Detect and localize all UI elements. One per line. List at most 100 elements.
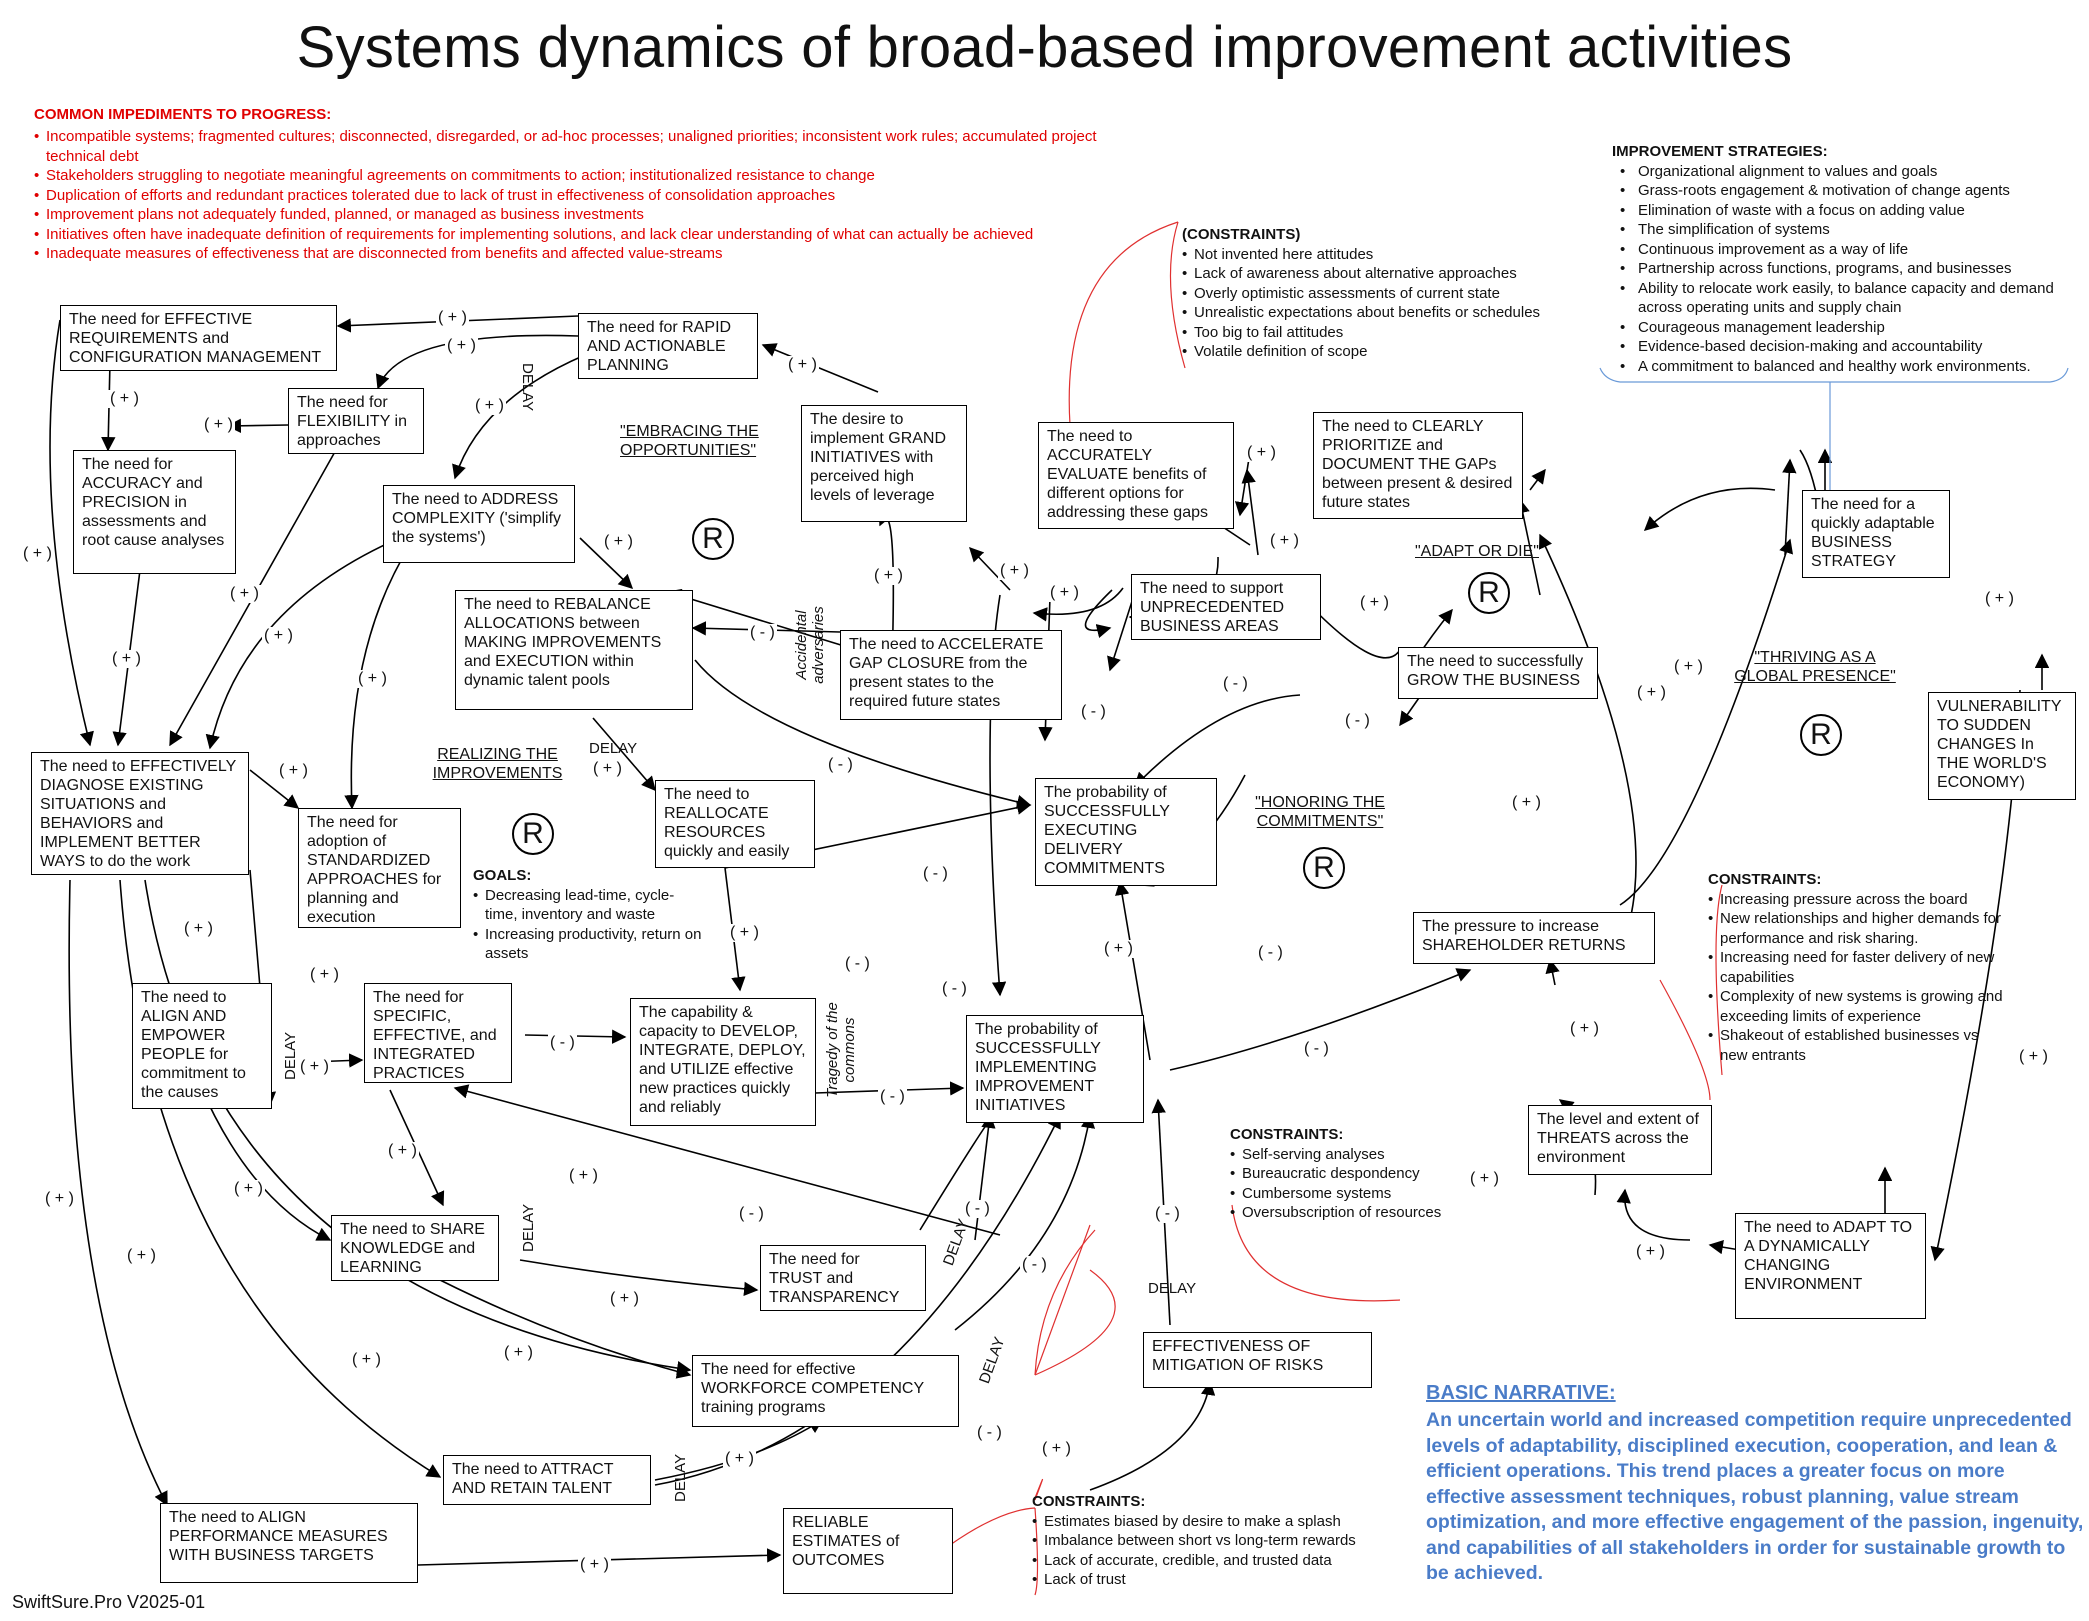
constraint-item: Too big to fail attitudes <box>1182 323 1602 343</box>
link-label-minus: ( - ) <box>737 1205 766 1223</box>
node-adapt-environment: The need to ADAPT TO A DYNAMICALLY CHANG… <box>1735 1213 1926 1319</box>
link-label-plus: ( + ) <box>872 567 905 585</box>
link-label-minus: ( - ) <box>1020 1256 1049 1274</box>
reinforcing-loop-icon: R <box>1800 714 1842 756</box>
strategy-item: A commitment to balanced and healthy wor… <box>1612 357 2082 377</box>
constraint-item: Volatile definition of scope <box>1182 342 1602 362</box>
link-label-minus: ( - ) <box>963 1200 992 1218</box>
link-label-plus: ( + ) <box>723 1450 756 1468</box>
link-label-plus: ( + ) <box>108 390 141 408</box>
strategy-item: Elimination of waste with a focus on add… <box>1612 201 2082 221</box>
theme-realizing: REALIZING THE IMPROVEMENTS <box>432 746 563 782</box>
link-label-plus: ( + ) <box>1568 1020 1601 1038</box>
link-label-minus: ( - ) <box>878 1088 907 1106</box>
link-label-minus: ( - ) <box>975 1424 1004 1442</box>
constraint-item: Oversubscription of resources <box>1230 1203 1470 1223</box>
impediments-heading: COMMON IMPEDIMENTS TO PROGRESS: <box>34 106 332 123</box>
link-label-plus: ( + ) <box>298 1058 331 1076</box>
link-label-minus: ( - ) <box>826 756 855 774</box>
node-threats: The level and extent of THREATS across t… <box>1528 1105 1712 1175</box>
reinforcing-loop-icon: R <box>1468 572 1510 614</box>
node-reliable-estimates: RELIABLE ESTIMATES of OUTCOMES <box>783 1508 953 1594</box>
link-label-plus: ( + ) <box>1672 658 1705 676</box>
improvement-strategies: IMPROVEMENT STRATEGIES: Organizational a… <box>1612 142 2082 376</box>
node-vulnerability: VULNERABILITY TO SUDDEN CHANGES In THE W… <box>1928 692 2076 800</box>
constraint-item: Cumbersome systems <box>1230 1184 1470 1204</box>
constraints-mid: CONSTRAINTS: Self-serving analyses Burea… <box>1230 1125 1470 1223</box>
node-accelerate-gap: The need to ACCELERATE GAP CLOSURE from … <box>840 630 1062 720</box>
impediment-item: Improvement plans not adequately funded,… <box>34 205 1144 225</box>
link-label-plus: ( + ) <box>21 545 54 563</box>
node-trust: The need for TRUST and TRANSPARENCY <box>760 1245 926 1311</box>
strategy-item: Partnership across functions, programs, … <box>1612 259 2082 279</box>
node-prob-delivery: The probability of SUCCESSFULLY EXECUTIN… <box>1035 778 1217 886</box>
node-attract-talent: The need to ATTRACT AND RETAIN TALENT <box>443 1455 651 1505</box>
link-label-minus: ( - ) <box>1343 712 1372 730</box>
goal-item: Decreasing lead-time, cycle-time, invent… <box>473 886 705 925</box>
link-label-plus: ( + ) <box>445 337 478 355</box>
version-footer: SwiftSure.Pro V2025-01 <box>12 1592 206 1612</box>
node-grand-initiatives: The desire to implement GRAND INITIATIVE… <box>801 405 967 522</box>
link-label-minus: ( - ) <box>1302 1040 1331 1058</box>
constraint-item: Estimates biased by desire to make a spl… <box>1032 1512 1392 1532</box>
impediment-item: Duplication of efforts and redundant pra… <box>34 186 1144 206</box>
node-diagnose: The need to EFFECTIVELY DIAGNOSE EXISTIN… <box>31 752 249 875</box>
delay-label: DELAY <box>672 1453 689 1502</box>
link-label-plus: ( + ) <box>473 397 506 415</box>
node-performance-measures: The need to ALIGN PERFORMANCE MEASURES W… <box>160 1503 418 1583</box>
link-label-plus: ( + ) <box>262 627 295 645</box>
strategy-item: Continuous improvement as a way of life <box>1612 240 2082 260</box>
link-label-plus: ( + ) <box>202 416 235 434</box>
page-title: Systems dynamics of broad-based improvem… <box>296 15 1793 80</box>
delay-label: DELAY <box>1148 1280 1197 1297</box>
link-label-plus: ( + ) <box>578 1556 611 1574</box>
link-label-plus: ( + ) <box>567 1167 600 1185</box>
link-label-plus: ( + ) <box>386 1142 419 1160</box>
link-label-minus: ( - ) <box>1153 1205 1182 1223</box>
impediment-item: Inadequate measures of effectiveness tha… <box>34 244 1144 264</box>
link-label-minus: ( - ) <box>1221 675 1250 693</box>
impediment-item: Incompatible systems; fragmented culture… <box>34 127 1144 166</box>
reinforcing-loop-icon: R <box>692 518 734 560</box>
constraints-bottom: CONSTRAINTS: Estimates biased by desire … <box>1032 1492 1392 1590</box>
link-label-minus: ( - ) <box>1256 944 1285 962</box>
link-label-minus: ( - ) <box>921 865 950 883</box>
constraint-item: Lack of trust <box>1032 1570 1392 1590</box>
delay-label: DELAY <box>589 740 638 757</box>
link-label-plus: ( + ) <box>182 920 215 938</box>
strategy-item: Organizational alignment to values and g… <box>1612 162 2082 182</box>
node-unprecedented-areas: The need to support UNPRECEDENTED BUSINE… <box>1131 574 1321 640</box>
node-prob-improvement: The probability of SUCCESSFULLY IMPLEMEN… <box>966 1015 1144 1123</box>
link-label-plus: ( + ) <box>356 670 389 688</box>
constraint-item: Complexity of new systems is growing and… <box>1708 987 2008 1026</box>
impediments-list: Incompatible systems; fragmented culture… <box>34 127 1144 264</box>
constraints-mid-heading: CONSTRAINTS: <box>1230 1126 1344 1143</box>
node-clearly-prioritize: The need to CLEARLY PRIORITIZE and DOCUM… <box>1313 412 1523 519</box>
constraint-item: Bureaucratic despondency <box>1230 1164 1470 1184</box>
goal-item: Increasing productivity, return on asset… <box>473 925 705 964</box>
strategy-item: The simplification of systems <box>1612 220 2082 240</box>
node-effective-requirements: The need for EFFECTIVE REQUIREMENTS and … <box>60 305 337 371</box>
constraints-right-heading: CONSTRAINTS: <box>1708 871 1822 888</box>
link-label-plus: ( + ) <box>1468 1170 1501 1188</box>
link-label-plus: ( + ) <box>110 650 143 668</box>
node-capability: The capability & capacity to DEVELOP, IN… <box>630 998 816 1126</box>
link-label-plus: ( + ) <box>228 585 261 603</box>
reinforcing-loop-icon: R <box>1303 847 1345 889</box>
constraint-item: Lack of accurate, credible, and trusted … <box>1032 1551 1392 1571</box>
link-label-plus: ( + ) <box>1245 444 1278 462</box>
node-specific-practices: The need for SPECIFIC, EFFECTIVE, and IN… <box>364 983 512 1083</box>
link-label-plus: ( + ) <box>1040 1440 1073 1458</box>
label-accidental-adversaries: Accidental adversaries <box>793 606 827 684</box>
goals-heading: GOALS: <box>473 867 532 884</box>
constraints-right: CONSTRAINTS: Increasing pressure across … <box>1708 870 2008 1065</box>
constraint-item: Unrealistic expectations about benefits … <box>1182 303 1602 323</box>
narrative-heading: BASIC NARRATIVE: <box>1426 1382 1616 1404</box>
link-label-plus: ( + ) <box>602 533 635 551</box>
goals: GOALS: Decreasing lead-time, cycle-time,… <box>473 866 705 964</box>
link-label-plus: ( + ) <box>591 760 624 778</box>
node-flexibility: The need for FLEXIBILITY in approaches <box>288 388 424 454</box>
link-label-plus: ( + ) <box>1634 1243 1667 1261</box>
node-mitigation: EFFECTIVENESS OF MITIGATION OF RISKS <box>1143 1332 1372 1388</box>
delay-label: DELAY <box>520 1203 537 1252</box>
